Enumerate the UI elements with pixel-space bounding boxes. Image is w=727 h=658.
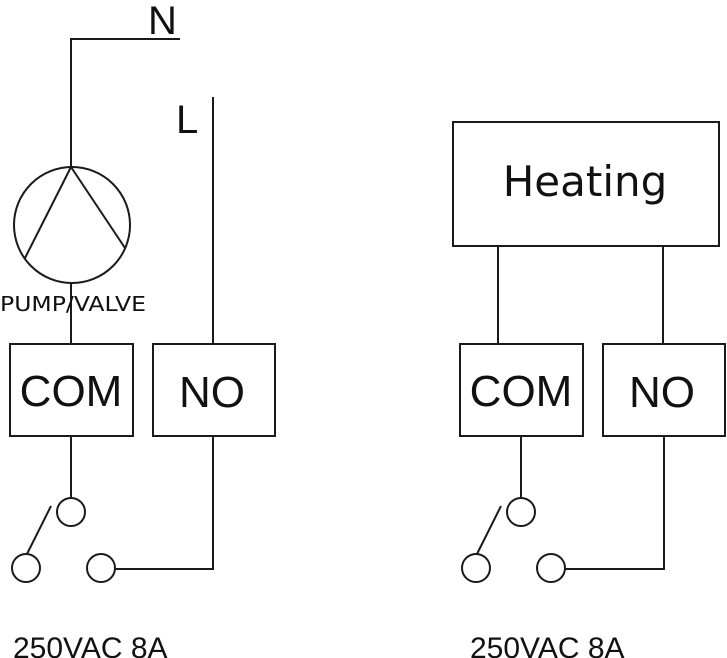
rating-label: 250VAC 8A xyxy=(13,632,168,658)
neutral-label: N xyxy=(148,0,177,43)
no-terminal-label: NO xyxy=(629,368,695,417)
rating-label: 250VAC 8A xyxy=(470,632,625,658)
com-terminal-box xyxy=(9,343,134,437)
heating-box xyxy=(452,121,720,247)
com-terminal-label: COM xyxy=(470,367,573,416)
no-terminal-label: NO xyxy=(179,368,245,417)
relay-switch-icon xyxy=(11,436,214,583)
heating-label: Heating xyxy=(503,157,668,206)
heating-circuit: Heating COM NO 250VAC 8A xyxy=(452,121,726,658)
pump-valve-label: PUMP/VALVE xyxy=(0,292,146,316)
pump-valve-circuit: N L PUMP/VALVE COM NO 250VAC 8A xyxy=(0,0,276,658)
no-terminal-box xyxy=(602,343,726,437)
com-terminal-box xyxy=(459,343,584,437)
no-terminal-box xyxy=(152,343,276,437)
live-label: L xyxy=(176,98,198,142)
neutral-wire xyxy=(70,38,180,167)
relay-switch-icon xyxy=(461,436,665,583)
com-terminal-label: COM xyxy=(20,367,123,416)
pump-icon xyxy=(13,166,131,284)
